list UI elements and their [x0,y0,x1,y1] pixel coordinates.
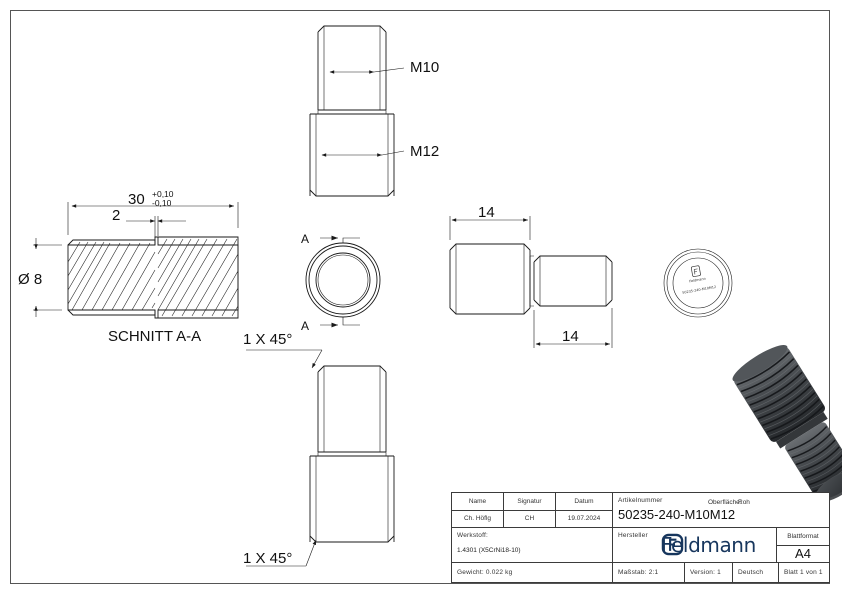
dim-tol-plus: +0,10 [152,189,174,199]
dim-m12: M12 [410,143,439,160]
value-date: 19.07.2024 [567,515,601,522]
value-sheet-count: Blatt 1 von 1 [784,569,823,576]
cell-date: Datum 19.07.2024 [556,493,613,527]
label-sheet-format: Blattformat [787,533,819,540]
label-section-aa: SCHNITT A-A [108,328,201,345]
note-chamfer-top: 1 X 45° [243,331,292,348]
value-surface: Roh [738,499,750,506]
section-arrow-a-top: A [301,232,309,246]
value-version: Version: 1 [690,569,721,576]
sheet-border [10,10,830,584]
view-end-circles: A A [301,232,381,333]
label-surface: Oberfläche: [708,499,742,506]
dim-14-bottom: 14 [562,328,579,345]
cell-article: Artikelnummer Oberfläche: Roh 50235-240-… [613,493,829,527]
cell-signature: Signatur CH [504,493,556,527]
cell-version: Version: 1 [685,563,733,582]
value-language: Deutsch [738,569,764,576]
label-date: Datum [574,498,594,505]
view-engraved-face: Feldmann 50235-240-M10M12 [663,248,733,318]
cell-name: Name Ch. Höflg [452,493,504,527]
feldmann-logo: Feldmann [661,533,756,557]
cell-manufacturer: Hersteller Feldmann [613,528,777,562]
cell-material: Werkstoff: 1.4301 (X5CrNi18-10) [452,528,613,562]
label-signature: Signatur [517,498,542,505]
value-name: Ch. Höflg [463,515,492,522]
cell-language: Deutsch [733,563,779,582]
label-article-number: Artikelnummer [618,497,663,504]
value-article-number: 50235-240-M10M12 [618,507,736,522]
dim-groove-2: 2 [112,207,120,224]
dim-diameter-8: Ø 8 [18,271,42,288]
label-manufacturer: Hersteller [618,532,648,539]
view-side-14: 14 14 [449,204,613,348]
engrave-brand: Feldmann [689,277,706,284]
value-material: 1.4301 (X5CrNi18-10) [457,547,521,554]
cell-scale: Maßstab: 2:1 [613,563,685,582]
value-scale: Maßstab: 2:1 [618,569,659,576]
label-name: Name [468,498,487,505]
cell-weight: Gewicht: 0.022 kg [452,563,613,582]
value-weight: Gewicht: 0.022 kg [457,569,513,576]
value-sheet-format: A4 [795,546,811,561]
title-block: Name Ch. Höflg Signatur CH Datum [451,492,830,583]
dim-length-30: 30 [128,191,145,208]
label-material: Werkstoff: [457,532,489,539]
render-3d-stud [732,344,842,502]
view-front-top: M10 M12 [309,25,439,197]
note-chamfer-bottom: 1 X 45° [243,550,292,567]
title-block-row-3: Gewicht: 0.022 kg Maßstab: 2:1 Version: … [452,562,829,582]
cell-sheet-count: Blatt 1 von 1 [779,563,829,582]
dim-14-top: 14 [478,204,495,221]
engrave-article: 50235-240-M10M12 [682,285,716,295]
feldmann-mark-icon [661,533,684,556]
view-section-aa: 30 +0,10 -0,10 2 Ø 8 SCHNITT A-A [18,189,239,345]
view-chamfer: 1 X 45° 1 X 45° [243,331,395,567]
title-block-row-2: Werkstoff: 1.4301 (X5CrNi18-10) Herstell… [452,527,829,562]
value-signature: CH [524,515,535,522]
section-arrow-a-bottom: A [301,319,309,333]
dim-m10: M10 [410,59,439,76]
dim-tol-minus: -0,10 [152,198,172,208]
title-block-row-1: Name Ch. Höflg Signatur CH Datum [452,493,829,527]
cell-sheet-format: Blattformat A4 [777,528,829,562]
